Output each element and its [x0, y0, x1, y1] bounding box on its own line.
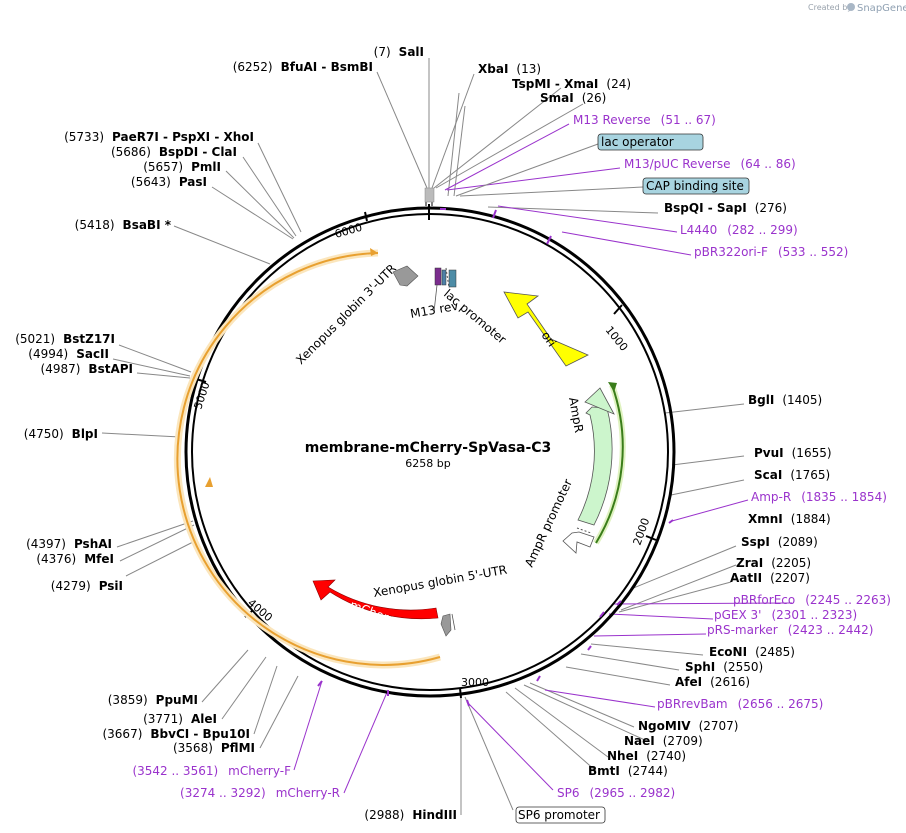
- ampR-feature: [577, 406, 613, 526]
- site-label-xmni: XmnI(1884): [748, 512, 831, 526]
- site-leader-lines: [101, 58, 745, 815]
- utr3-label: Xenopus globin 3'-UTR: [293, 261, 399, 367]
- tick-1000: 1000: [603, 324, 631, 354]
- site-label-sapi: BspQI - SapI(276): [664, 201, 787, 215]
- site-label-ngomiv: NgoMIV(2707): [638, 719, 738, 733]
- site-label-bfuai: (6252)BfuAI - BsmBI: [233, 60, 373, 74]
- primer-label-pbrforeco: pBRforEco(2245 .. 2263): [733, 593, 891, 607]
- ampR-label: AmpR: [566, 396, 586, 434]
- site-label-bgli: BglI(1405): [748, 393, 822, 407]
- snapgene-logo-icon: [847, 3, 855, 11]
- site-label-aatii: AatII(2207): [730, 571, 810, 585]
- site-label-clai: (5686)BspDI - ClaI: [111, 145, 237, 159]
- site-label-tspmi: TspMI - XmaI(24): [512, 77, 631, 91]
- m13rev-block: [434, 267, 442, 286]
- primer-labels: M13 Reverse(51 .. 67) M13/pUC Reverse(64…: [132, 113, 890, 800]
- site-label-zrai: ZraI(2205): [736, 556, 811, 570]
- site-label-pflmi: (3568)PflMI: [173, 741, 255, 755]
- site-label-bstz17i: (5021)BstZ17I: [15, 332, 115, 346]
- plasmid-name: membrane-mCherry-SpVasa-C3: [305, 440, 552, 456]
- site-label-pshai: (4397)PshAI: [26, 537, 112, 551]
- ampR-promoter-feature: [562, 531, 595, 554]
- lac-operator-box: lac operator: [597, 133, 704, 151]
- lac-operator-block: [441, 269, 447, 286]
- orf-track-arrowhead-2: [205, 477, 213, 487]
- primer-leader-lines: [293, 123, 793, 794]
- primer-label-pgex3: pGEX 3'(2301 .. 2323): [714, 608, 857, 622]
- primer-ticks: [317, 208, 674, 707]
- plasmid-size: 6258 bp: [405, 457, 450, 470]
- lac-promoter-label: lac promoter: [441, 287, 509, 347]
- cap-site-block: [448, 269, 457, 288]
- primer-label-sp6: SP6(2965 .. 2982): [557, 786, 675, 800]
- mCherry-feature: [312, 579, 439, 620]
- orf-track-halo: [173, 249, 441, 669]
- ori-feature: [503, 291, 589, 367]
- primer-label-m13-puc-reverse: M13/pUC Reverse(64 .. 86): [624, 157, 796, 171]
- site-label-pmli: (5657)PmlI: [143, 160, 221, 174]
- site-label-xhoi: (5733)PaeR7I - PspXI - XhoI: [64, 130, 254, 144]
- site-label-mfei: (4376)MfeI: [36, 552, 114, 566]
- site-label-pvui: PvuI(1655): [754, 446, 832, 460]
- site-label-ppumi: (3859)PpuMI: [108, 693, 198, 707]
- orf-track-arrowhead: [370, 248, 378, 256]
- tick-3000: 3000: [461, 676, 489, 689]
- site-label-psii: (4279)PsiI: [51, 579, 123, 593]
- primer-label-pbr322ori-f: pBR322ori-F(533 .. 552): [694, 245, 848, 259]
- site-label-bbvci: (3667)BbvCI - Bpu10I: [102, 727, 250, 741]
- site-label-sacii: (4994)SacII: [28, 347, 109, 361]
- cap-binding-site-box: CAP binding site: [642, 177, 750, 195]
- sp6-promoter-text: SP6 promoter: [518, 808, 600, 822]
- utr5-feature: [440, 613, 452, 637]
- credit-brand: SnapGene: [857, 3, 906, 14]
- site-label-econi: EcoNI(2485): [709, 645, 795, 659]
- site-label-sali: (7)SalI: [374, 45, 424, 59]
- primer-label-mcherry-r: (3274 .. 3292)mCherry-R: [180, 786, 340, 800]
- site-label-bsabi: (5418)BsaBI *: [75, 218, 172, 232]
- site-label-alei: (3771)AleI: [143, 712, 217, 726]
- primer-label-m13-reverse: M13 Reverse(51 .. 67): [573, 113, 716, 127]
- primer-label-amp-r: Amp-R(1835 .. 1854): [751, 490, 887, 504]
- primer-label-l4440: L4440(282 .. 299): [680, 223, 798, 237]
- mCherry-label: mCherry: [348, 598, 401, 629]
- site-labels: (7)SalI (6252)BfuAI - BsmBI XbaI(13) Tsp…: [15, 45, 831, 822]
- orf-track: [176, 252, 441, 666]
- m13rev-label: M13 rev: [409, 299, 459, 321]
- amp-strand: [595, 384, 624, 544]
- sp6-promoter-box: SP6 promoter: [515, 806, 606, 824]
- cap-binding-site-text: CAP binding site: [646, 179, 744, 193]
- site-label-sspi: SspI(2089): [741, 535, 818, 549]
- primer-label-pbrrevbam: pBRrevBam(2656 .. 2675): [657, 697, 823, 711]
- site-label-bmti: BmtI(2744): [588, 764, 668, 778]
- site-label-nhei: NheI(2740): [607, 749, 686, 763]
- site-label-blpi: (4750)BlpI: [24, 427, 98, 441]
- utr3-feature: [392, 265, 419, 287]
- tick-6000: 6000: [333, 221, 363, 241]
- site-label-pasi: (5643)PasI: [131, 175, 207, 189]
- site-label-naei: NaeI(2709): [624, 734, 703, 748]
- site-label-xbai: XbaI(13): [478, 62, 541, 76]
- site-label-hindiii: (2988)HindIII: [364, 808, 457, 822]
- credit-prefix: Created by: [808, 3, 852, 12]
- site-label-bstapi: (4987)BstAPI: [41, 362, 133, 376]
- site-label-afei: AfeI(2616): [675, 675, 750, 689]
- primer-label-mcherry-f: (3542 .. 3561)mCherry-F: [132, 764, 291, 778]
- mcs-cluster: [424, 187, 435, 203]
- site-label-sphi: SphI(2550): [685, 660, 763, 674]
- lac-operator-text: lac operator: [601, 135, 674, 149]
- ampR-promoter-label: AmpR promoter: [522, 477, 575, 569]
- primer-label-prs-marker: pRS-marker(2423 .. 2442): [707, 623, 873, 637]
- utr5-label: Xenopus globin 5'-UTR: [372, 563, 508, 600]
- site-label-scai: ScaI(1765): [754, 468, 830, 482]
- site-label-smai: SmaI(26): [540, 91, 606, 105]
